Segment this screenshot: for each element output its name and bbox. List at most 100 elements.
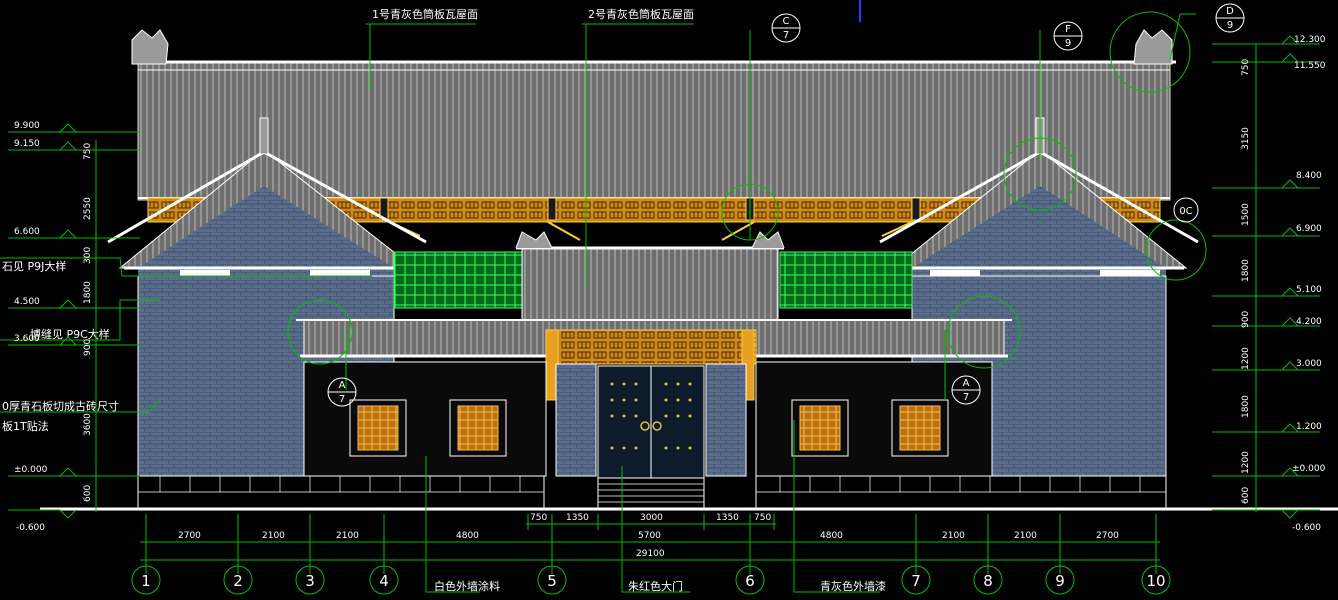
callout-white-paint: 白色外墙涂料 xyxy=(434,579,500,593)
stone-plinth xyxy=(137,475,1167,509)
svg-text:750: 750 xyxy=(83,143,93,160)
svg-text:5: 5 xyxy=(547,572,557,590)
roof-ornament-left xyxy=(131,29,169,65)
total-dimension: 29100 xyxy=(636,549,665,559)
section-tag-d9: D 9 xyxy=(1215,3,1245,33)
svg-text:1: 1 xyxy=(141,572,151,590)
svg-text:300: 300 xyxy=(83,247,93,264)
svg-text:0C: 0C xyxy=(1179,206,1192,217)
svg-text:3.600: 3.600 xyxy=(14,334,40,344)
grid-axis-4: 4 xyxy=(369,565,399,595)
central-gate-roof xyxy=(515,231,785,325)
svg-text:750: 750 xyxy=(754,513,771,523)
bottom-dims-row-2: 2700 2100 2100 4800 5700 4800 2100 2100 … xyxy=(178,531,1119,541)
svg-text:2550: 2550 xyxy=(83,197,93,220)
svg-text:1.200: 1.200 xyxy=(1296,422,1322,432)
svg-text:2700: 2700 xyxy=(178,531,201,541)
grid-axis-3: 3 xyxy=(295,565,325,595)
grid-axes: 1 2 3 4 5 6 7 8 9 10 xyxy=(131,565,1171,595)
callout-left-3: 0厚青石板切成古砖尺寸 xyxy=(2,399,119,413)
lattice-window-2 xyxy=(449,399,507,457)
lattice-window-1 xyxy=(349,399,407,457)
svg-text:6: 6 xyxy=(745,572,755,590)
grid-axis-7: 7 xyxy=(901,565,931,595)
svg-text:3600: 3600 xyxy=(83,413,93,436)
svg-text:3000: 3000 xyxy=(640,513,663,523)
section-tag-oc: 0C xyxy=(1173,197,1199,223)
svg-text:5700: 5700 xyxy=(638,531,661,541)
svg-text:9.150: 9.150 xyxy=(14,139,40,149)
grid-axis-5: 5 xyxy=(537,565,567,595)
svg-text:±0.000: ±0.000 xyxy=(14,465,48,475)
svg-text:2700: 2700 xyxy=(1096,531,1119,541)
callout-left-4: 板1T贴法 xyxy=(2,419,49,433)
right-dims: 750 3150 1500 1800 900 1200 1800 1200 60… xyxy=(1241,59,1251,504)
svg-text:7: 7 xyxy=(963,392,969,403)
svg-text:1350: 1350 xyxy=(566,513,589,523)
svg-text:1350: 1350 xyxy=(716,513,739,523)
svg-text:9.900: 9.900 xyxy=(14,121,40,131)
svg-text:2100: 2100 xyxy=(942,531,965,541)
roof-ornament-right xyxy=(1133,29,1173,65)
section-tag-a7-right: A 7 xyxy=(951,375,981,405)
svg-text:4.200: 4.200 xyxy=(1296,317,1322,327)
svg-text:-0.600: -0.600 xyxy=(16,523,45,533)
callout-left-1: 石见 P9J大样 xyxy=(2,259,66,273)
left-dims: 750 2550 300 1800 900 3600 600 xyxy=(83,143,93,502)
svg-text:7: 7 xyxy=(911,572,921,590)
upper-lattice-right xyxy=(779,251,913,309)
section-tag-f9: F 9 xyxy=(1053,21,1083,51)
svg-text:8.400: 8.400 xyxy=(1296,171,1322,181)
svg-text:±0.000: ±0.000 xyxy=(1292,464,1326,474)
svg-text:600: 600 xyxy=(1241,487,1251,504)
lattice-window-3 xyxy=(791,399,849,457)
bottom-dimension-lines xyxy=(140,514,1160,574)
svg-text:750: 750 xyxy=(530,513,547,523)
svg-text:600: 600 xyxy=(83,485,93,502)
callout-leaders xyxy=(0,13,1196,593)
svg-text:900: 900 xyxy=(83,339,93,356)
svg-text:2100: 2100 xyxy=(262,531,285,541)
grid-axis-2: 2 xyxy=(223,565,253,595)
svg-text:3150: 3150 xyxy=(1241,127,1251,150)
middle-white-wall xyxy=(303,361,993,477)
entrance-steps xyxy=(597,477,705,509)
grid-axis-8: 8 xyxy=(973,565,1003,595)
svg-text:4800: 4800 xyxy=(456,531,479,541)
svg-text:4800: 4800 xyxy=(820,531,843,541)
svg-text:10: 10 xyxy=(1146,572,1165,590)
left-dimension-column xyxy=(8,123,140,519)
svg-text:9: 9 xyxy=(1055,572,1065,590)
detail-circles xyxy=(287,11,1207,369)
svg-text:1800: 1800 xyxy=(1241,395,1251,418)
svg-text:F: F xyxy=(1065,24,1071,35)
svg-text:9: 9 xyxy=(1065,38,1071,49)
section-tag-c7: C 7 xyxy=(771,13,801,43)
svg-text:7: 7 xyxy=(339,394,345,405)
svg-text:D: D xyxy=(1226,6,1234,17)
svg-text:3.000: 3.000 xyxy=(1296,359,1322,369)
svg-text:900: 900 xyxy=(1241,311,1251,328)
lattice-window-4 xyxy=(891,399,949,457)
svg-text:750: 750 xyxy=(1241,59,1251,76)
grid-axis-9: 9 xyxy=(1045,565,1075,595)
svg-text:12.300: 12.300 xyxy=(1294,35,1326,45)
callout-labels: 1号青灰色筒板瓦屋面 2号青灰色筒板瓦屋面 石见 P9J大样 博缝见 P9C大样… xyxy=(2,7,886,593)
bottom-dims-row-1: 750 1350 3000 1350 750 xyxy=(530,513,771,523)
callout-red-door: 朱红色大门 xyxy=(628,579,683,593)
callout-gray-paint: 青灰色外墙漆 xyxy=(820,579,886,593)
svg-text:1200: 1200 xyxy=(1241,451,1251,474)
right-levels: 12.300 11.550 8.400 6.900 5.100 4.200 3.… xyxy=(1292,35,1326,533)
callout-roof1: 1号青灰色筒板瓦屋面 xyxy=(372,7,478,21)
right-dimension-column xyxy=(1212,35,1320,519)
svg-text:11.550: 11.550 xyxy=(1294,61,1326,71)
svg-text:3: 3 xyxy=(305,572,315,590)
svg-text:1500: 1500 xyxy=(1241,203,1251,226)
left-levels: 9.900 9.150 6.600 4.500 3.600 ±0.000 -0.… xyxy=(14,121,48,533)
svg-text:2: 2 xyxy=(233,572,243,590)
svg-text:C: C xyxy=(783,16,790,27)
svg-text:4.500: 4.500 xyxy=(14,297,40,307)
grid-axis-6: 6 xyxy=(735,565,765,595)
svg-text:6.900: 6.900 xyxy=(1296,224,1322,234)
